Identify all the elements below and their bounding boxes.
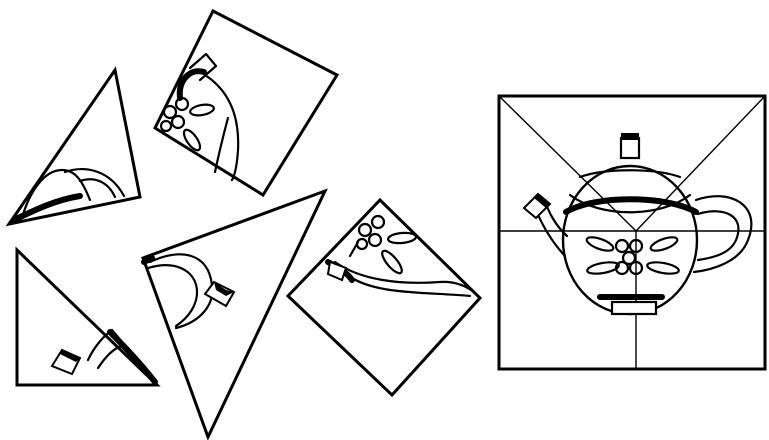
triangle-piece-top-left xyxy=(9,70,140,224)
triangle-piece-bottom-left xyxy=(17,250,157,385)
square-piece-top xyxy=(155,11,337,195)
assembled-teapot-square xyxy=(499,96,765,369)
triangle-piece-large xyxy=(143,191,325,437)
square-piece-diamond xyxy=(288,200,480,395)
